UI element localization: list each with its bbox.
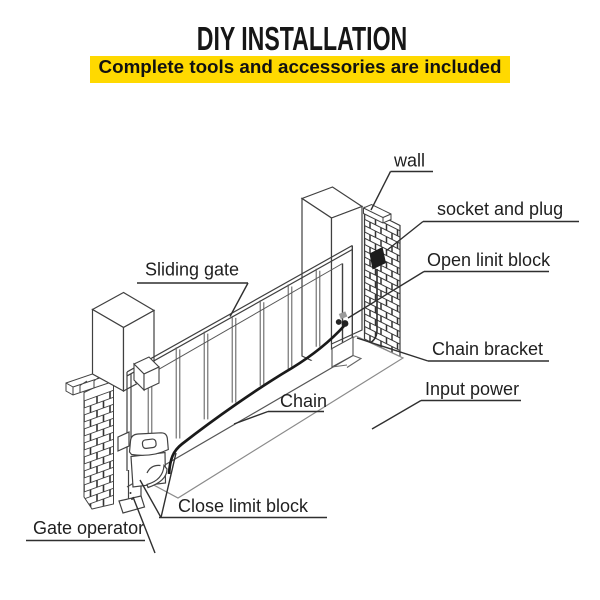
svg-text:Chain bracket: Chain bracket — [432, 339, 543, 359]
svg-text:socket and plug: socket and plug — [437, 199, 563, 219]
svg-text:Input power: Input power — [425, 379, 519, 399]
svg-text:Sliding gate: Sliding gate — [145, 260, 239, 280]
svg-text:Close limit block: Close limit block — [178, 496, 309, 516]
svg-text:Open linit block: Open linit block — [427, 250, 551, 270]
svg-text:wall: wall — [393, 151, 425, 171]
svg-text:Gate operator: Gate operator — [33, 518, 144, 538]
svg-text:Chain: Chain — [280, 391, 327, 411]
